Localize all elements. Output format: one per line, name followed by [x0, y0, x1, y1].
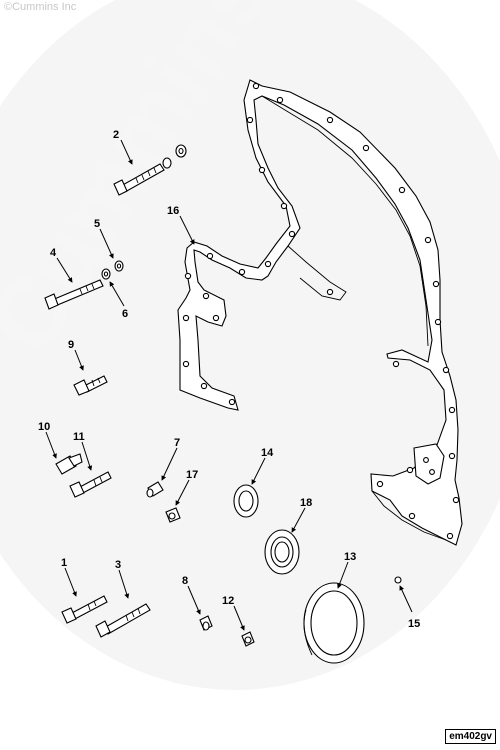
callout-8: 8: [182, 575, 188, 587]
part-9-capscrew: [73, 375, 108, 396]
part-10-plug: [55, 453, 83, 475]
callout-12: 12: [222, 595, 234, 607]
part-15-plug: [394, 576, 402, 584]
figure-id-label: em402gv: [445, 729, 496, 744]
part-4-capscrew: [44, 279, 104, 310]
copyright-text: ©Cummins Inc: [4, 1, 77, 13]
callout-1: 1: [61, 557, 67, 569]
part-2-capscrew-assembly: [113, 144, 187, 196]
callout-10: 10: [38, 421, 50, 433]
part-6-washer: [101, 268, 111, 280]
part-7-dowel: [146, 481, 164, 498]
callout-15: 15: [408, 618, 420, 630]
part-17-nut: [165, 507, 181, 523]
part-1-capscrew: [61, 595, 108, 624]
callout-9: 9: [68, 339, 74, 351]
callout-labels: 2 5 4 6 9 10 11 7 17 14 18 13 15 16 1 3 …: [38, 129, 420, 630]
gasket-plate-insert: [413, 443, 445, 485]
callout-16: 16: [167, 205, 179, 217]
part-12-nut: [241, 631, 255, 647]
callout-7: 7: [174, 437, 180, 449]
part-13-seal: [303, 582, 365, 664]
callout-13: 13: [344, 551, 356, 563]
callout-4: 4: [50, 247, 57, 259]
part-18-seal: [264, 529, 300, 575]
callout-2: 2: [113, 129, 119, 141]
front-cover-gasket: [177, 79, 463, 546]
callout-11: 11: [73, 431, 85, 443]
callout-17: 17: [186, 469, 198, 481]
part-3-capscrew: [95, 603, 151, 638]
leader-lines: [45, 139, 413, 631]
callout-3: 3: [115, 559, 121, 571]
callout-6: 6: [122, 308, 128, 320]
callout-14: 14: [261, 447, 274, 459]
callout-5: 5: [94, 218, 100, 230]
part-11-capscrew: [69, 471, 112, 498]
part-8-dowel: [199, 615, 213, 631]
callout-18: 18: [300, 497, 312, 509]
part-14-seal: [233, 484, 259, 518]
gasket-bolt-holes: [182, 82, 460, 540]
part-5-washer: [114, 260, 124, 272]
